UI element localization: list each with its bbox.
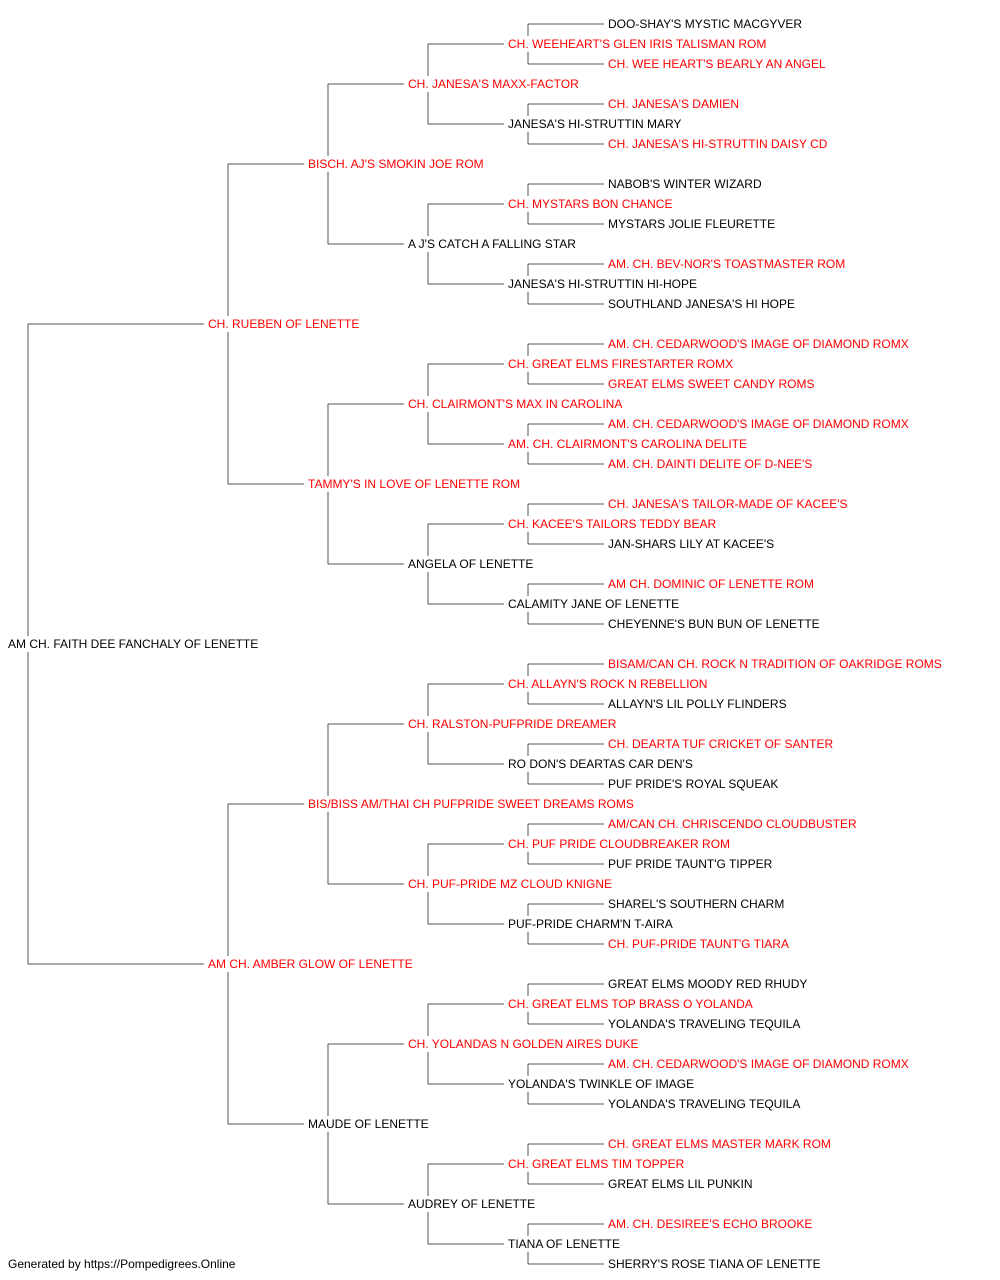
ggg-grandparent-dam-name[interactable]: GREAT ELMS LIL PUNKIN bbox=[608, 1177, 753, 1191]
ggg-grandparent-sire-name[interactable]: AM. CH. CEDARWOOD'S IMAGE OF DIAMOND ROM… bbox=[608, 337, 909, 351]
ggg-grandparent-sire-name[interactable]: NABOB'S WINTER WIZARD bbox=[608, 177, 762, 191]
ggg-grandparent-dam-name[interactable]: PUF PRIDE TAUNT'G TIPPER bbox=[608, 857, 773, 871]
ggg-grandparent-sire-name[interactable]: AM/CAN CH. CHRISCENDO CLOUDBUSTER bbox=[608, 817, 857, 831]
gg-grandparent-dam-name[interactable]: CALAMITY JANE OF LENETTE bbox=[508, 597, 679, 611]
gg-grandparent-dam-name[interactable]: RO DON'S DEARTAS CAR DEN'S bbox=[508, 757, 693, 771]
great-grandparent-sire-name[interactable]: CH. CLAIRMONT'S MAX IN CAROLINA bbox=[408, 397, 622, 411]
gg-grandparent-sire-name[interactable]: CH. PUF PRIDE CLOUDBREAKER ROM bbox=[508, 837, 730, 851]
generated-by-footer: Generated by https://Pompedigrees.Online bbox=[8, 1257, 236, 1271]
ggg-grandparent-sire-name[interactable]: CH. GREAT ELMS MASTER MARK ROM bbox=[608, 1137, 831, 1151]
ggg-grandparent-dam-name[interactable]: GREAT ELMS SWEET CANDY ROMS bbox=[608, 377, 814, 391]
great-grandparent-dam-name[interactable]: A J'S CATCH A FALLING STAR bbox=[408, 237, 576, 251]
gg-grandparent-sire-name[interactable]: CH. GREAT ELMS TOP BRASS O YOLANDA bbox=[508, 997, 753, 1011]
great-grandparent-dam-name[interactable]: ANGELA OF LENETTE bbox=[408, 557, 533, 571]
gg-grandparent-sire-name[interactable]: CH. ALLAYN'S ROCK N REBELLION bbox=[508, 677, 707, 691]
ggg-grandparent-dam-name[interactable]: CH. WEE HEART'S BEARLY AN ANGEL bbox=[608, 57, 826, 71]
gg-grandparent-dam-name[interactable]: JANESA'S HI-STRUTTIN MARY bbox=[508, 117, 681, 131]
ggg-grandparent-sire-name[interactable]: CH. JANESA'S TAILOR-MADE OF KACEE'S bbox=[608, 497, 848, 511]
gg-grandparent-sire-name[interactable]: CH. KACEE'S TAILORS TEDDY BEAR bbox=[508, 517, 716, 531]
great-grandparent-sire-name[interactable]: CH. RALSTON-PUFPRIDE DREAMER bbox=[408, 717, 617, 731]
ggg-grandparent-sire-name[interactable]: AM. CH. DESIREE'S ECHO BROOKE bbox=[608, 1217, 812, 1231]
gg-grandparent-dam-name[interactable]: PUF-PRIDE CHARM'N T-AIRA bbox=[508, 917, 673, 931]
ggg-grandparent-dam-name[interactable]: CH. PUF-PRIDE TAUNT'G TIARA bbox=[608, 937, 789, 951]
ggg-grandparent-sire-name[interactable]: CH. DEARTA TUF CRICKET OF SANTER bbox=[608, 737, 833, 751]
grandparent-dam-name[interactable]: MAUDE OF LENETTE bbox=[308, 1117, 429, 1131]
gg-grandparent-sire-name[interactable]: CH. GREAT ELMS TIM TOPPER bbox=[508, 1157, 685, 1171]
gg-grandparent-dam-name[interactable]: JANESA'S HI-STRUTTIN HI-HOPE bbox=[508, 277, 697, 291]
ggg-grandparent-dam-name[interactable]: AM. CH. DAINTI DELITE OF D-NEE'S bbox=[608, 457, 812, 471]
grandparent-sire-name[interactable]: BISCH. AJ'S SMOKIN JOE ROM bbox=[308, 157, 484, 171]
great-grandparent-sire-name[interactable]: CH. YOLANDAS N GOLDEN AIRES DUKE bbox=[408, 1037, 639, 1051]
gg-grandparent-sire-name[interactable]: CH. WEEHEART'S GLEN IRIS TALISMAN ROM bbox=[508, 37, 766, 51]
ggg-grandparent-dam-name[interactable]: SHERRY'S ROSE TIANA OF LENETTE bbox=[608, 1257, 821, 1271]
ggg-grandparent-sire-name[interactable]: BISAM/CAN CH. ROCK N TRADITION OF OAKRID… bbox=[608, 657, 942, 671]
ggg-grandparent-sire-name[interactable]: SHAREL'S SOUTHERN CHARM bbox=[608, 897, 784, 911]
ggg-grandparent-dam-name[interactable]: PUF PRIDE'S ROYAL SQUEAK bbox=[608, 777, 778, 791]
gg-grandparent-sire-name[interactable]: CH. MYSTARS BON CHANCE bbox=[508, 197, 672, 211]
gg-grandparent-dam-name[interactable]: TIANA OF LENETTE bbox=[508, 1237, 620, 1251]
ggg-grandparent-dam-name[interactable]: CH. JANESA'S HI-STRUTTIN DAISY CD bbox=[608, 137, 828, 151]
dog-name[interactable]: AM CH. FAITH DEE FANCHALY OF LENETTE bbox=[8, 637, 258, 651]
parent-sire-name[interactable]: CH. RUEBEN OF LENETTE bbox=[208, 317, 359, 331]
great-grandparent-sire-name[interactable]: CH. JANESA'S MAXX-FACTOR bbox=[408, 77, 579, 91]
gg-grandparent-sire-name[interactable]: CH. GREAT ELMS FIRESTARTER ROMX bbox=[508, 357, 733, 371]
grandparent-dam-name[interactable]: TAMMY'S IN LOVE OF LENETTE ROM bbox=[308, 477, 520, 491]
ggg-grandparent-dam-name[interactable]: SOUTHLAND JANESA'S HI HOPE bbox=[608, 297, 795, 311]
gg-grandparent-dam-name[interactable]: YOLANDA'S TWINKLE OF IMAGE bbox=[508, 1077, 694, 1091]
ggg-grandparent-sire-name[interactable]: CH. JANESA'S DAMIEN bbox=[608, 97, 739, 111]
grandparent-sire-name[interactable]: BIS/BISS AM/THAI CH PUFPRIDE SWEET DREAM… bbox=[308, 797, 634, 811]
ggg-grandparent-sire-name[interactable]: GREAT ELMS MOODY RED RHUDY bbox=[608, 977, 807, 991]
ggg-grandparent-sire-name[interactable]: AM. CH. CEDARWOOD'S IMAGE OF DIAMOND ROM… bbox=[608, 1057, 909, 1071]
ggg-grandparent-dam-name[interactable]: YOLANDA'S TRAVELING TEQUILA bbox=[608, 1017, 800, 1031]
ggg-grandparent-sire-name[interactable]: AM CH. DOMINIC OF LENETTE ROM bbox=[608, 577, 814, 591]
ggg-grandparent-dam-name[interactable]: MYSTARS JOLIE FLEURETTE bbox=[608, 217, 775, 231]
parent-dam-name[interactable]: AM CH. AMBER GLOW OF LENETTE bbox=[208, 957, 413, 971]
ggg-grandparent-sire-name[interactable]: AM. CH. BEV-NOR'S TOASTMASTER ROM bbox=[608, 257, 845, 271]
great-grandparent-dam-name[interactable]: AUDREY OF LENETTE bbox=[408, 1197, 535, 1211]
ggg-grandparent-sire-name[interactable]: AM. CH. CEDARWOOD'S IMAGE OF DIAMOND ROM… bbox=[608, 417, 909, 431]
ggg-grandparent-dam-name[interactable]: YOLANDA'S TRAVELING TEQUILA bbox=[608, 1097, 800, 1111]
ggg-grandparent-dam-name[interactable]: JAN-SHARS LILY AT KACEE'S bbox=[608, 537, 774, 551]
ggg-grandparent-dam-name[interactable]: ALLAYN'S LIL POLLY FLINDERS bbox=[608, 697, 787, 711]
ggg-grandparent-dam-name[interactable]: CHEYENNE'S BUN BUN OF LENETTE bbox=[608, 617, 820, 631]
ggg-grandparent-sire-name[interactable]: DOO-SHAY'S MYSTIC MACGYVER bbox=[608, 17, 802, 31]
great-grandparent-dam-name[interactable]: CH. PUF-PRIDE MZ CLOUD KNIGNE bbox=[408, 877, 612, 891]
gg-grandparent-dam-name[interactable]: AM. CH. CLAIRMONT'S CAROLINA DELITE bbox=[508, 437, 747, 451]
